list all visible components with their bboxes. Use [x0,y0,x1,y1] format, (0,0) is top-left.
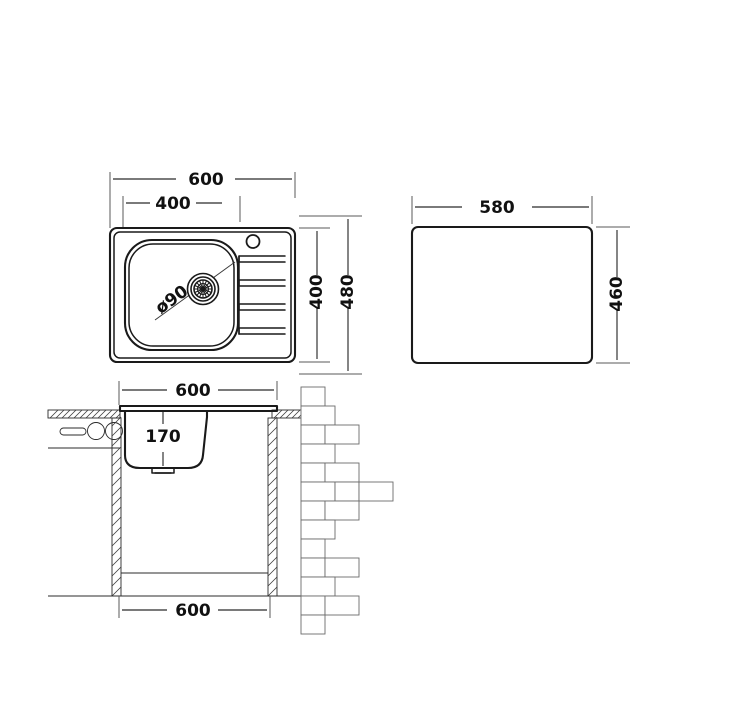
dim-600-top: 600 [113,170,292,190]
tap-body-circle-1 [87,422,105,440]
waste-drain-assembly [186,272,220,306]
worktop-left-slab [47,409,121,419]
sink-inner-rim [113,231,292,359]
tap-lever-handle-icon [59,427,87,436]
section-view-group: 600 [47,381,394,635]
dim-170-bowl-depth: 170 [145,412,181,466]
dim-580-top: 580 [415,198,589,218]
tap-fittings-group [59,422,123,440]
dim-label-top-overall-width: 600 [188,170,224,190]
dim-label-top-overall-depth: 480 [338,274,358,310]
dim-460-right: 460 [607,230,627,360]
sink-bowl-section-profile [123,409,209,470]
cabinet-left-panel-hatching [111,416,122,597]
sink-bowl-outer [123,238,240,352]
dim-600-section-bottom: 600 [122,601,267,621]
section-drain-outlet [151,467,175,474]
dim-label-cutout-depth: 460 [607,276,627,312]
cabinet-right-panel [267,416,278,597]
cabinet-right-panel-hatching [267,416,278,597]
dim-400-top: 400 [126,194,222,214]
dim-label-top-bowl-width: 400 [155,194,191,214]
sink-bowl-inner [128,243,235,347]
tap-body-circle-2 [105,422,123,440]
top-view-group: 600 400 [108,170,362,375]
brick-wall-group [300,386,394,635]
dim-label-bowl-depth: 170 [145,427,181,447]
dim-label-top-bowl-depth: 400 [307,274,327,310]
drain-spokes [194,280,212,298]
dim-600-section-top: 600 [122,381,274,401]
dim-label-section-top-width: 600 [175,381,211,401]
drainer-grooves-group [238,255,286,335]
dim-label-cabinet-width: 600 [175,601,211,621]
sink-rim-section [118,404,279,413]
worktop-left-hatching [49,409,121,419]
dim-label-cutout-width: 580 [479,198,515,218]
dim-480-right: 480 [338,219,358,371]
dim-400-right: 400 [307,231,327,359]
tap-hole-icon [245,234,261,249]
worktop-cutout-rectangle [410,225,594,365]
sink-outer-rim [108,226,297,364]
cutout-view-group: 580 460 [410,196,630,365]
